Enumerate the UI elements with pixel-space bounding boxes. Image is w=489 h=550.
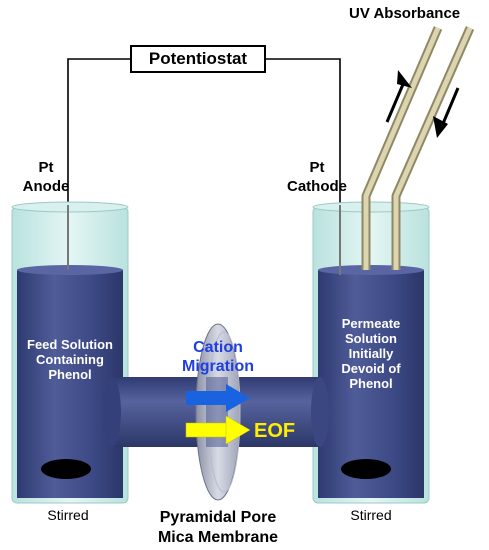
- potentiostat-box: [130, 45, 266, 73]
- feed-solution-label: Feed Solution Containing Phenol: [17, 337, 123, 382]
- uv-tubing: [361, 26, 475, 270]
- pt-cathode-line1: Pt: [309, 159, 325, 176]
- feed-line3: Phenol: [48, 367, 92, 382]
- pt-anode-line2: Anode: [22, 178, 70, 195]
- feed-line2: Containing: [36, 352, 104, 367]
- eof-arrow-icon: [185, 415, 251, 445]
- feed-line1: Feed Solution: [27, 337, 113, 352]
- membrane-line1: Pyramidal Pore: [159, 509, 277, 526]
- cation-line2: Migration: [182, 358, 254, 375]
- membrane-line2: Mica Membrane: [157, 529, 279, 546]
- eof-label: EOF: [254, 420, 296, 442]
- permeate-solution-label: Permeate Solution Initially Devoid of Ph…: [318, 316, 424, 391]
- cation-arrow-icon: [186, 384, 250, 412]
- right-vessel: [312, 201, 430, 504]
- flow-down-arrow-icon: [433, 87, 460, 138]
- uv-absorbance-label: UV Absorbance: [349, 5, 461, 22]
- pt-cathode-line2: Cathode: [287, 178, 347, 195]
- cation-line1: Cation: [193, 339, 243, 356]
- cation-migration-label: Cation Migration: [168, 338, 268, 376]
- stir-bar-right: [341, 459, 391, 479]
- membrane-label: Pyramidal Pore Mica Membrane: [130, 508, 306, 548]
- permeate-line3: Initially: [348, 346, 394, 361]
- permeate-line2: Solution: [345, 331, 397, 346]
- pt-anode-line1: Pt: [38, 159, 54, 176]
- left-vessel: [11, 201, 129, 504]
- pt-anode-label: Pt Anode: [20, 158, 72, 196]
- stirred-right-label: Stirred: [350, 507, 392, 523]
- stirred-left-label: Stirred: [47, 507, 89, 523]
- stir-bar-left: [41, 459, 91, 479]
- permeate-line1: Permeate: [341, 316, 401, 331]
- flow-up-arrow-icon: [385, 70, 412, 123]
- pt-cathode-label: Pt Cathode: [282, 158, 352, 196]
- permeate-line4: Devoid of: [341, 361, 401, 376]
- permeate-line5: Phenol: [349, 376, 393, 391]
- potentiostat-label: Potentiostat: [148, 49, 248, 68]
